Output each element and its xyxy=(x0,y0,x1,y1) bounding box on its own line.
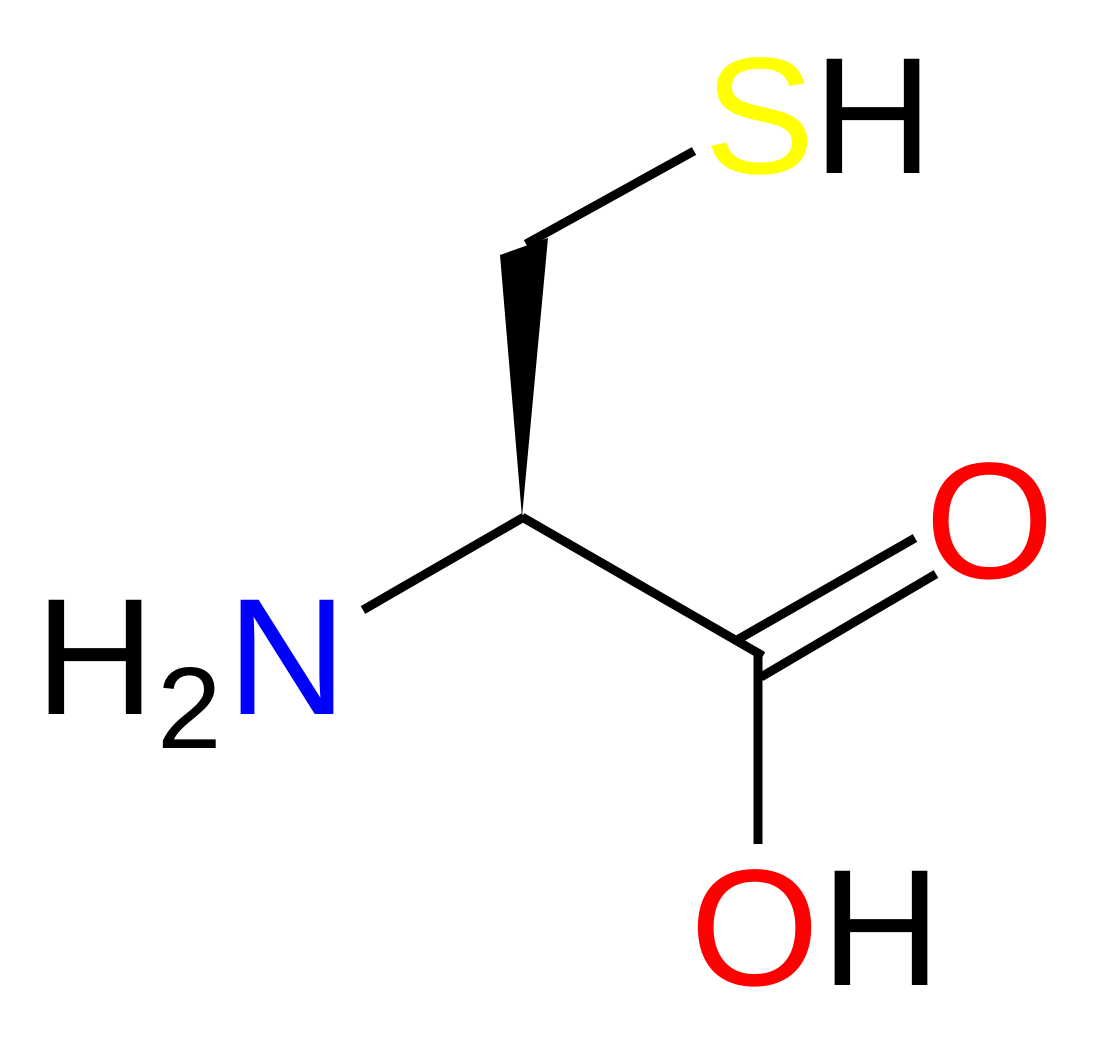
amine-hydrogen-label: H xyxy=(35,565,155,750)
hydroxyl-hydrogen-label: H xyxy=(821,836,941,1021)
wedge-bond xyxy=(500,238,548,517)
nitrogen-atom-label: N xyxy=(227,565,347,750)
carbonyl-oxygen-label: O xyxy=(925,429,1054,614)
bond-ch2-s xyxy=(523,147,697,248)
amine-hydrogen-count: 2 xyxy=(157,643,222,773)
double-bond-lower xyxy=(758,570,939,681)
hydroxyl-oxygen-label: O xyxy=(690,836,819,1021)
sulfur-atom-label: S xyxy=(704,24,815,209)
bond-c-n xyxy=(360,513,527,614)
bond-c-carboxyl xyxy=(519,513,766,660)
double-bond-upper xyxy=(734,534,918,644)
sulfur-hydrogen-label: H xyxy=(813,24,933,209)
